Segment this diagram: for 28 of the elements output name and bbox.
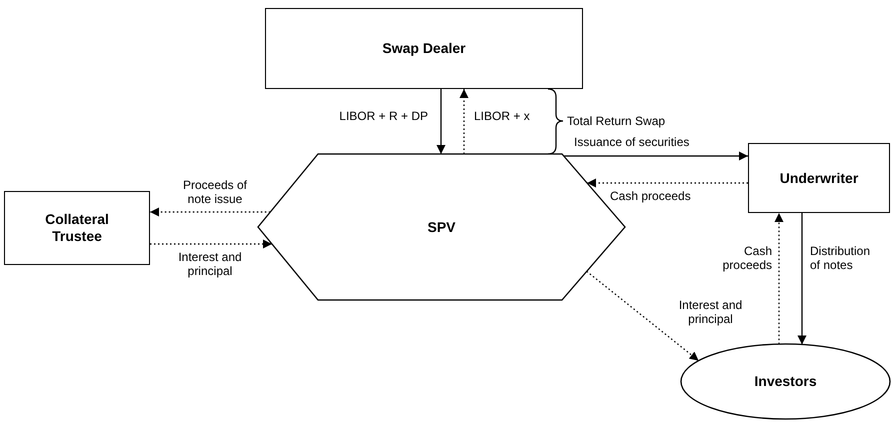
entity-box bbox=[4, 191, 150, 265]
edge-label: Distribution of notes bbox=[810, 244, 872, 273]
node-title: SPV bbox=[427, 218, 456, 236]
node-title: Collateral Trustee bbox=[44, 211, 110, 245]
arrow bbox=[436, 89, 446, 154]
bracket-label: Total Return Swap bbox=[567, 114, 666, 128]
edge-label: Interest and principal bbox=[678, 298, 744, 327]
edge-label: Issuance of securities bbox=[574, 135, 690, 150]
arrow bbox=[150, 208, 270, 216]
node-title: Swap Dealer bbox=[382, 40, 466, 57]
arrow bbox=[460, 89, 468, 154]
arrow bbox=[564, 152, 748, 160]
arrow bbox=[774, 213, 784, 344]
edge-label: Cash proceeds bbox=[722, 244, 772, 273]
arrow bbox=[586, 270, 700, 362]
edge-label: LIBOR + x bbox=[474, 109, 531, 124]
entity-box bbox=[748, 143, 890, 213]
node-title: Underwriter bbox=[780, 170, 858, 186]
edge-label: Proceeds of note issue bbox=[182, 178, 248, 207]
ellipse-node bbox=[680, 343, 891, 420]
arrow bbox=[587, 178, 748, 188]
arrow bbox=[798, 213, 806, 344]
edge-label: LIBOR + R + DP bbox=[338, 109, 428, 124]
entity-box bbox=[265, 8, 583, 89]
arrow bbox=[150, 240, 272, 248]
edge-label: Cash proceeds bbox=[610, 189, 692, 204]
node-title: Investors bbox=[754, 373, 817, 390]
edge-label: Interest and principal bbox=[177, 250, 243, 279]
